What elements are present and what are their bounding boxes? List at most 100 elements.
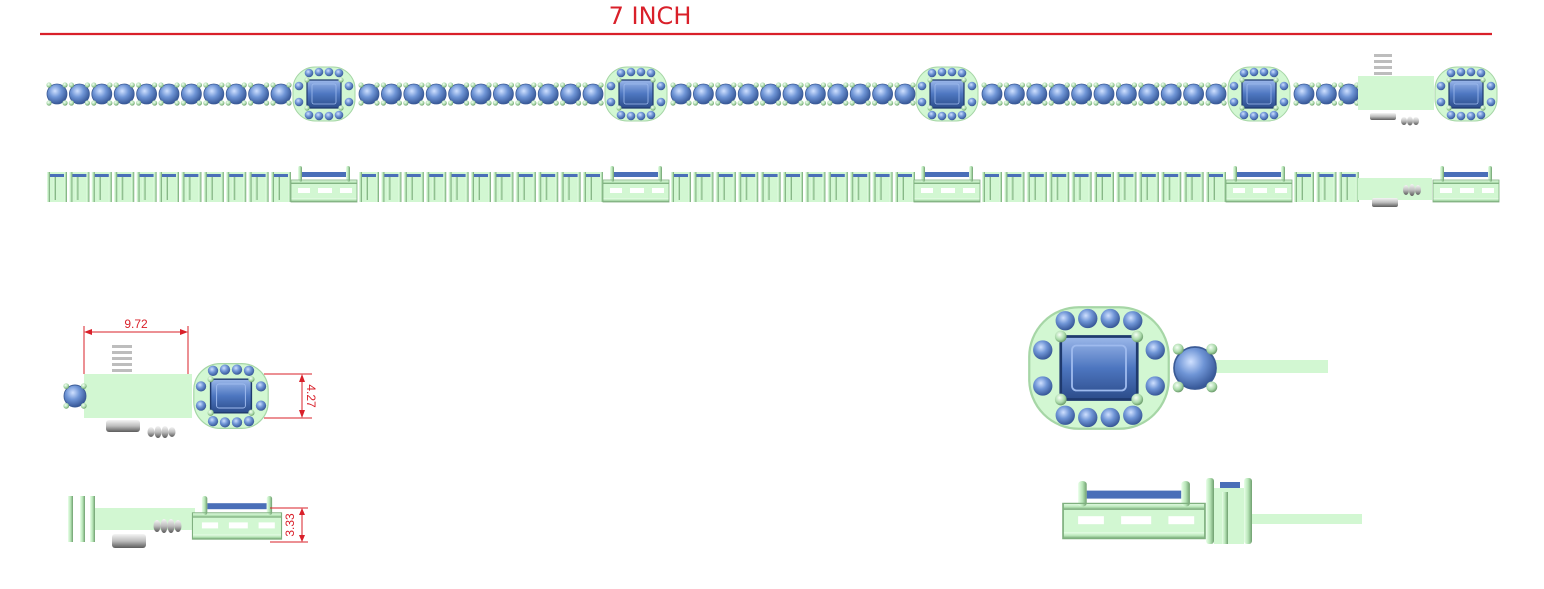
side-link xyxy=(1049,172,1070,202)
round-stone-link xyxy=(781,81,805,107)
round-stone-link xyxy=(1003,81,1026,107)
side-height-dimension: 3.33 xyxy=(283,513,297,537)
round-stone-link xyxy=(514,81,537,107)
side-halo-link xyxy=(913,165,981,203)
round-stone-link xyxy=(492,81,515,107)
side-link xyxy=(136,172,157,202)
round-stone-link xyxy=(1137,81,1160,107)
round-stone-link xyxy=(980,81,1004,107)
side-link xyxy=(671,172,691,202)
side-link xyxy=(493,172,514,202)
link-top-detail xyxy=(1027,305,1328,431)
side-link xyxy=(1294,172,1314,202)
round-stone-link xyxy=(225,81,248,107)
clasp-top-detail: 9.72 4.27 xyxy=(62,317,318,438)
side-link xyxy=(560,172,581,202)
round-stone-link xyxy=(1182,81,1205,107)
clasp-width-dimension: 9.72 xyxy=(124,317,148,331)
round-stone-link xyxy=(135,81,158,107)
bracelet-top-view xyxy=(45,54,1498,126)
clasp-spring-icon xyxy=(1401,116,1419,126)
round-stone-link xyxy=(90,81,113,107)
halo-center-link xyxy=(1227,66,1291,122)
round-stone-link xyxy=(157,81,181,107)
round-stone-link xyxy=(357,81,381,107)
side-link xyxy=(693,172,714,202)
side-link xyxy=(271,172,291,202)
round-stone-link xyxy=(826,81,849,107)
clasp-tube xyxy=(1370,113,1396,120)
round-stone-link xyxy=(247,81,270,107)
side-link xyxy=(1161,172,1182,202)
round-stone-link xyxy=(714,81,737,107)
side-spring-icon xyxy=(1403,184,1421,196)
side-link xyxy=(1338,172,1359,202)
round-stone-link xyxy=(692,81,715,107)
side-link xyxy=(248,172,269,202)
round-stone-link xyxy=(849,81,872,107)
round-stone-link xyxy=(113,81,136,107)
side-halo-link xyxy=(1225,165,1293,203)
round-stone-link xyxy=(202,81,225,107)
side-link xyxy=(226,172,247,202)
round-stone-link xyxy=(1048,81,1071,107)
round-stone-link xyxy=(537,81,560,107)
round-stone-link xyxy=(1160,81,1183,107)
round-stone-link xyxy=(45,81,69,107)
side-halo-link xyxy=(602,165,670,203)
round-stone-link xyxy=(1292,81,1316,107)
round-stone-link xyxy=(559,81,582,107)
side-link xyxy=(760,172,781,202)
side-link xyxy=(850,172,871,202)
halo-center-link xyxy=(292,66,356,122)
round-stone-link xyxy=(1204,81,1228,107)
side-link xyxy=(91,172,112,202)
side-link xyxy=(426,172,447,202)
round-stone-link xyxy=(380,81,403,107)
side-link xyxy=(1004,172,1025,202)
round-stone-link xyxy=(68,81,91,107)
side-link xyxy=(448,172,469,202)
side-halo-link xyxy=(1432,165,1500,203)
side-link xyxy=(359,172,379,202)
side-link xyxy=(827,172,848,202)
round-stone-link xyxy=(1025,81,1048,107)
round-stone-link xyxy=(269,81,293,107)
round-stone-link xyxy=(581,81,605,107)
clasp-side-detail: 3.33 xyxy=(68,495,308,548)
round-stone-link xyxy=(1115,81,1138,107)
side-link xyxy=(982,172,1002,202)
side-link xyxy=(872,172,893,202)
halo-center-link xyxy=(604,66,668,122)
side-link xyxy=(1206,172,1226,202)
side-link xyxy=(381,172,402,202)
side-link xyxy=(738,172,759,202)
side-link xyxy=(1071,172,1092,202)
side-link xyxy=(1316,172,1337,202)
round-stone-link xyxy=(1092,81,1116,107)
side-link xyxy=(1138,172,1159,202)
round-stone-link xyxy=(180,81,203,107)
round-stone-link xyxy=(737,81,760,107)
round-stone-link xyxy=(759,81,782,107)
round-stone-link xyxy=(402,81,425,107)
side-link xyxy=(47,172,67,202)
side-link xyxy=(583,172,603,202)
bracelet-length-label: 7 INCH xyxy=(608,2,692,30)
round-stone-link xyxy=(447,81,470,107)
side-link xyxy=(1094,172,1114,202)
side-link xyxy=(805,172,826,202)
side-link xyxy=(471,172,491,202)
round-stone-link xyxy=(893,81,917,107)
side-halo-link xyxy=(290,165,358,203)
detail-spring-icon xyxy=(147,426,176,438)
side-link xyxy=(203,172,224,202)
side-link xyxy=(1116,172,1137,202)
halo-center-link xyxy=(915,66,979,122)
side-link xyxy=(403,172,424,202)
side-link xyxy=(159,172,179,202)
round-stone-link xyxy=(425,81,448,107)
round-stone-link xyxy=(1337,81,1360,107)
side-link xyxy=(715,172,736,202)
